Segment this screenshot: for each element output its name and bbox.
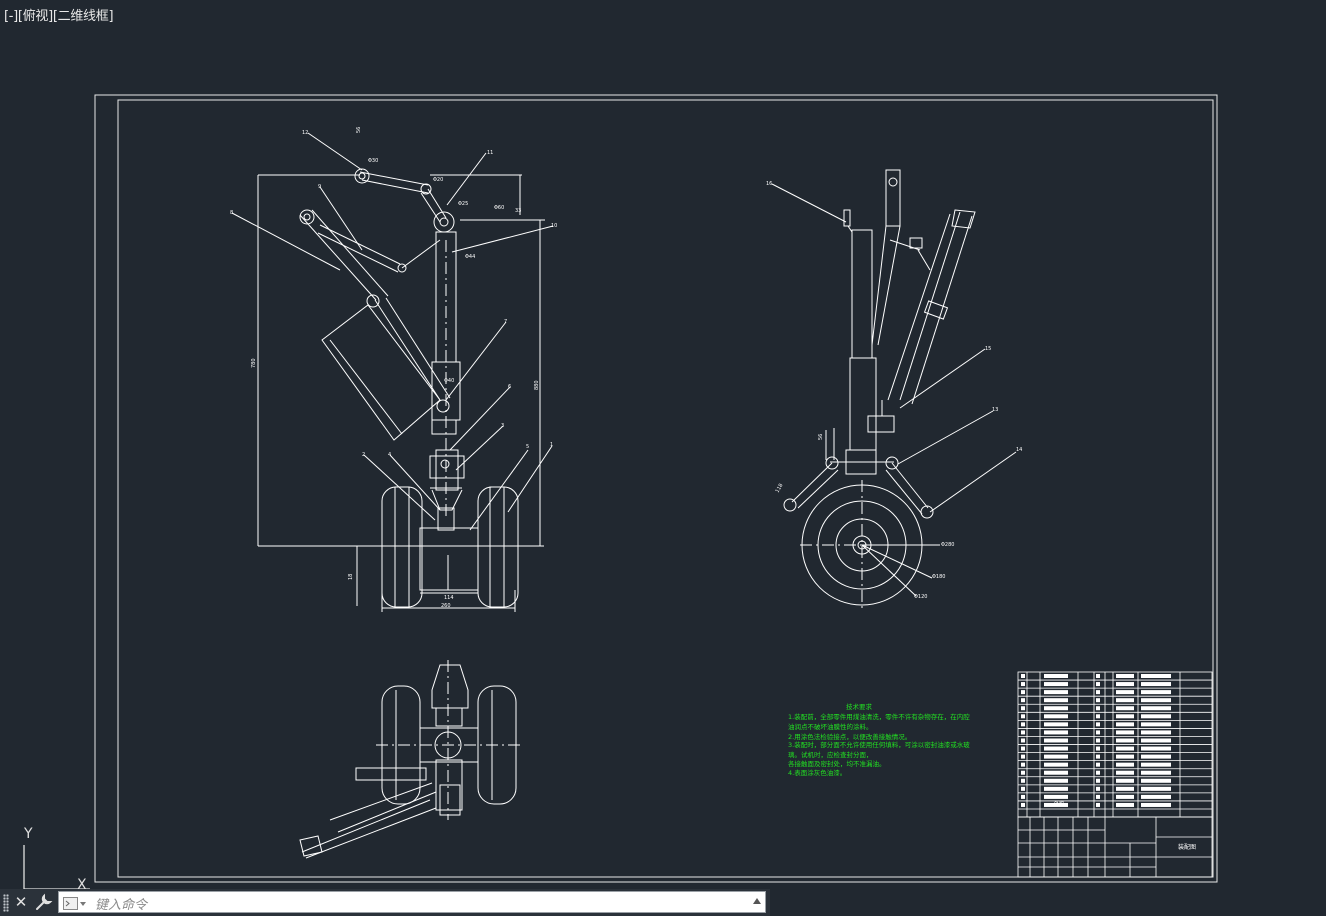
svg-text:56: 56 — [818, 434, 824, 440]
svg-text:16: 16 — [766, 181, 772, 187]
command-prompt-icon[interactable] — [63, 896, 87, 910]
sheet-outer-border — [94, 94, 1218, 883]
svg-text:各接触面及密封处，均不准漏油。: 各接触面及密封处，均不准漏油。 — [788, 759, 886, 768]
svg-text:璃。试机时，应检查封分面，: 璃。试机时，应检查封分面， — [788, 750, 873, 759]
sheet-inner-border — [117, 99, 1214, 878]
ucs-icon — [23, 845, 90, 889]
ucs-y-label: Y — [23, 826, 33, 842]
command-bar-grip[interactable] — [3, 894, 9, 912]
svg-text:13: 13 — [992, 407, 998, 413]
command-bar: ✕ 键入命令 — [0, 889, 770, 916]
svg-text:114: 114 — [444, 595, 454, 601]
close-command-line-button[interactable]: ✕ — [14, 893, 28, 911]
command-placeholder: 键入命令 — [95, 898, 148, 913]
bom-table — [1017, 671, 1213, 878]
svg-text:15: 15 — [985, 346, 991, 352]
viewport-label[interactable]: [-][俯视][二维线框] — [4, 9, 114, 24]
side-view-labels: 16 15 13 14 Φ280 Φ180 Φ120 118 56 — [766, 181, 1022, 600]
technical-requirements: 技术要求 1.装配前，全部零件用煤油清洗，零件不许有杂物存在，在内腔 油润点不破… — [788, 702, 970, 777]
svg-text:18: 18 — [348, 574, 354, 580]
svg-text:6: 6 — [508, 384, 511, 390]
front-view — [231, 132, 554, 612]
svg-text:Φ60: Φ60 — [494, 205, 504, 211]
svg-text:Φ20: Φ20 — [433, 177, 443, 183]
svg-text:8: 8 — [230, 210, 233, 216]
svg-text:Φ40: Φ40 — [444, 378, 454, 384]
bom-note: 外购 — [1054, 800, 1064, 807]
svg-text:260: 260 — [441, 603, 451, 609]
svg-text:Φ120: Φ120 — [914, 594, 927, 600]
svg-text:Φ44: Φ44 — [465, 254, 475, 260]
svg-text:118: 118 — [775, 483, 785, 494]
svg-text:12: 12 — [302, 130, 308, 136]
svg-text:5: 5 — [526, 444, 529, 450]
ucs-x-label: X — [77, 877, 87, 889]
svg-text:2: 2 — [362, 452, 365, 458]
svg-text:10: 10 — [551, 223, 557, 229]
svg-text:1.装配前，全部零件用煤油清洗，零件不许有杂物存在，在内腔: 1.装配前，全部零件用煤油清洗，零件不许有杂物存在，在内腔 — [788, 712, 970, 721]
command-history-arrow-icon[interactable] — [753, 898, 761, 904]
svg-text:Φ30: Φ30 — [368, 158, 378, 164]
svg-text:1: 1 — [550, 442, 553, 448]
svg-text:油润点不破坏油膜性的涂料。: 油润点不破坏油膜性的涂料。 — [788, 722, 873, 731]
svg-text:3.装配时，部分面不允许使用任何填料，可涂以密封油漆或水玻: 3.装配时，部分面不允许使用任何填料，可涂以密封油漆或水玻 — [788, 740, 970, 749]
svg-text:2.用涂色法检验接点，以便改善接触情况。: 2.用涂色法检验接点，以便改善接触情况。 — [788, 732, 911, 741]
side-view — [771, 169, 1017, 612]
svg-text:3: 3 — [501, 423, 504, 429]
svg-text:11: 11 — [487, 150, 493, 156]
svg-text:4.表面涂灰色油漆。: 4.表面涂灰色油漆。 — [788, 768, 846, 777]
svg-text:33: 33 — [515, 208, 521, 214]
svg-text:4: 4 — [388, 452, 391, 458]
front-view-labels: 12 11 9 8 10 7 6 2 3 4 5 1 260 114 780 8… — [230, 127, 557, 609]
bom-text-blocks — [1021, 674, 1171, 807]
svg-text:56: 56 — [356, 127, 362, 133]
tech-req-title: 技术要求 — [846, 702, 873, 711]
top-view — [299, 660, 524, 859]
drawing-canvas[interactable]: 12 11 9 8 10 7 6 2 3 4 5 1 260 114 780 8… — [0, 0, 1326, 889]
svg-text:Φ280: Φ280 — [941, 542, 954, 548]
svg-text:Φ180: Φ180 — [932, 574, 945, 580]
svg-text:14: 14 — [1016, 447, 1022, 453]
command-input[interactable]: 键入命令 — [58, 891, 766, 913]
title-block-label: 装配图 — [1178, 843, 1196, 851]
svg-text:Φ25: Φ25 — [458, 201, 468, 207]
wrench-icon[interactable] — [34, 892, 54, 912]
svg-text:780: 780 — [251, 358, 257, 368]
svg-text:7: 7 — [504, 319, 507, 325]
svg-text:9: 9 — [318, 184, 321, 190]
svg-text:880: 880 — [534, 380, 540, 390]
